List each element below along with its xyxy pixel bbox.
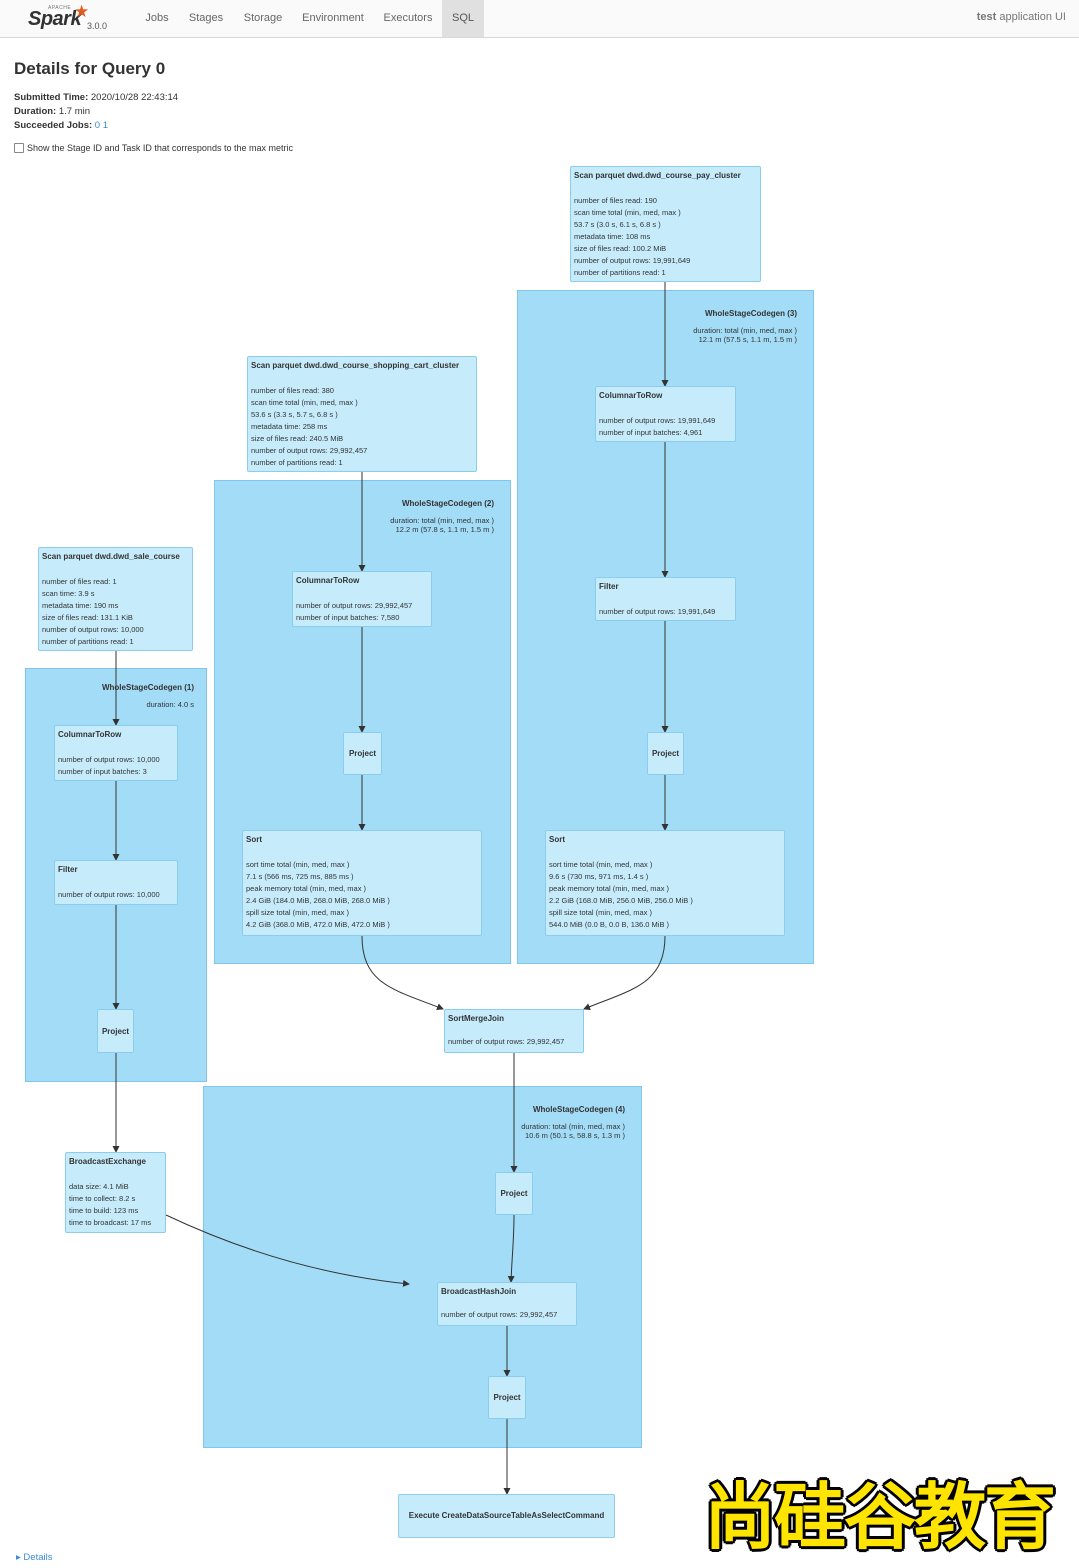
node-columnartorow-1[interactable]: ColumnarToRow number of output rows: 10,…	[54, 725, 178, 781]
app-name-rest: application UI	[996, 11, 1066, 23]
node-metrics: number of output rows: 29,992,457 number…	[296, 601, 413, 622]
node-metrics: number of output rows: 29,992,457	[448, 1037, 565, 1046]
node-title: Project	[348, 749, 377, 758]
cluster-metric: duration: 4.0 s	[146, 700, 194, 709]
node-metrics: number of output rows: 10,000 number of …	[58, 755, 160, 776]
jobs-label: Succeeded Jobs:	[14, 120, 93, 131]
node-title: ColumnarToRow	[599, 391, 663, 400]
edge	[507, 1214, 515, 1283]
node-title: Filter	[599, 582, 619, 591]
app-name-bold: test	[976, 11, 997, 23]
node-title: Project	[651, 749, 680, 758]
job-link-0[interactable]: 0	[94, 120, 101, 131]
submitted-time: Submitted Time: 2020/10/28 22:43:14	[14, 92, 178, 103]
node-project-4b[interactable]: Project	[488, 1376, 526, 1419]
node-filter-3[interactable]: Filter number of output rows: 19,991,649	[595, 577, 736, 621]
spark-star-icon: ★	[74, 2, 90, 21]
node-metrics: sort time total (min, med, max ) 7.1 s (…	[246, 860, 390, 929]
node-metrics: number of files read: 1 scan time: 3.9 s…	[42, 577, 144, 646]
node-scan-parquet-shopping-cart[interactable]: Scan parquet dwd.dwd_course_shopping_car…	[247, 356, 477, 472]
edge	[361, 935, 444, 1011]
tab-sql[interactable]: SQL	[442, 0, 484, 37]
node-project-2[interactable]: Project	[343, 732, 382, 775]
cluster-title: WholeStageCodegen (4)	[532, 1105, 625, 1114]
node-metrics: data size: 4.1 MiB time to collect: 8.2 …	[69, 1182, 152, 1227]
cluster-metric: duration: total (min, med, max ) 10.6 m …	[521, 1122, 625, 1140]
tab-jobs[interactable]: Jobs	[145, 12, 169, 24]
node-title: Project	[493, 1393, 521, 1402]
node-title: Project	[101, 1027, 130, 1036]
node-title: Execute CreateDataSourceTableAsSelectCom…	[408, 1511, 605, 1520]
node-metrics: number of output rows: 19,991,649	[599, 607, 716, 616]
node-scan-parquet-course-pay[interactable]: Scan parquet dwd.dwd_course_pay_cluster …	[570, 166, 761, 282]
node-metrics: number of files read: 380 scan time tota…	[251, 386, 368, 467]
logo-apache-text: APACHE	[48, 5, 72, 11]
node-scan-parquet-sale-course[interactable]: Scan parquet dwd.dwd_sale_course number …	[38, 547, 193, 651]
submitted-value: 2020/10/28 22:43:14	[90, 92, 179, 103]
details-toggle[interactable]: ▸ Details	[16, 1552, 52, 1563]
spark-version: 3.0.0	[87, 21, 108, 31]
node-title: Scan parquet dwd.dwd_sale_course	[42, 552, 180, 561]
node-sort-3[interactable]: Sort sort time total (min, med, max ) 9.…	[545, 830, 785, 936]
node-title: ColumnarToRow	[58, 730, 122, 739]
node-title: Scan parquet dwd.dwd_course_pay_cluster	[574, 171, 741, 180]
node-project-1[interactable]: Project	[97, 1009, 134, 1053]
tab-executors[interactable]: Executors	[383, 12, 433, 24]
node-title: BroadcastExchange	[69, 1157, 146, 1166]
node-title: Sort	[246, 835, 262, 844]
node-title: SortMergeJoin	[448, 1014, 505, 1023]
submitted-label: Submitted Time:	[14, 92, 89, 103]
max-metric-label: Show the Stage ID and Task ID that corre…	[27, 143, 293, 153]
details-label: Details	[23, 1552, 53, 1563]
node-columnartorow-2[interactable]: ColumnarToRow number of output rows: 29,…	[292, 571, 432, 627]
node-project-4a[interactable]: Project	[495, 1172, 533, 1215]
page-title: Details for Query 0	[14, 59, 166, 78]
cluster-metric: duration: total (min, med, max ) 12.2 m …	[390, 516, 494, 534]
node-metrics: number of output rows: 29,992,457	[441, 1310, 558, 1319]
node-metrics: number of output rows: 19,991,649 number…	[599, 416, 716, 437]
cluster-title: WholeStageCodegen (3)	[704, 309, 797, 318]
node-metrics: number of files read: 190 scan time tota…	[574, 196, 691, 277]
cluster-metric: duration: total (min, med, max ) 12.1 m …	[693, 326, 797, 344]
tab-storage[interactable]: Storage	[243, 12, 283, 24]
node-title: ColumnarToRow	[296, 576, 360, 585]
max-metric-checkbox[interactable]	[14, 143, 24, 153]
duration-value: 1.7 min	[58, 106, 91, 117]
tab-stages[interactable]: Stages	[188, 12, 224, 24]
succeeded-jobs: Succeeded Jobs: 0 1	[14, 120, 108, 131]
tab-environment[interactable]: Environment	[302, 12, 364, 24]
node-sort-2[interactable]: Sort sort time total (min, med, max ) 7.…	[242, 830, 482, 936]
node-broadcastexchange[interactable]: BroadcastExchange data size: 4.1 MiB tim…	[65, 1152, 166, 1233]
caret-right-icon: ▸	[16, 1552, 21, 1563]
duration-label: Duration:	[14, 106, 57, 117]
node-title: Scan parquet dwd.dwd_course_shopping_car…	[251, 361, 460, 370]
node-broadcasthashjoin[interactable]: BroadcastHashJoin number of output rows:…	[437, 1282, 577, 1326]
node-title: Filter	[58, 865, 78, 874]
job-link-1[interactable]: 1	[102, 120, 109, 131]
edge	[165, 1214, 410, 1287]
node-title: Sort	[549, 835, 565, 844]
node-execute-create-table[interactable]: Execute CreateDataSourceTableAsSelectCom…	[398, 1494, 615, 1538]
node-metrics: sort time total (min, med, max ) 9.6 s (…	[549, 860, 693, 929]
navbar: APACHE Spark ★ 3.0.0 Jobs Stages Storage…	[0, 0, 1079, 38]
watermark-text: 尚硅谷教育	[704, 1475, 1056, 1559]
node-filter-1[interactable]: Filter number of output rows: 10,000	[54, 860, 178, 905]
cluster-title: WholeStageCodegen (1)	[101, 683, 194, 692]
node-title: Project	[500, 1189, 528, 1198]
node-project-3[interactable]: Project	[647, 732, 684, 775]
node-sortmergejoin[interactable]: SortMergeJoin number of output rows: 29,…	[444, 1009, 584, 1053]
node-title: BroadcastHashJoin	[441, 1287, 517, 1296]
spark-logo[interactable]: APACHE Spark ★ 3.0.0	[28, 2, 118, 34]
node-columnartorow-3[interactable]: ColumnarToRow number of output rows: 19,…	[595, 386, 736, 442]
duration: Duration: 1.7 min	[14, 106, 90, 117]
edge	[583, 935, 666, 1010]
cluster-wholestagecodegen-4: WholeStageCodegen (4) duration: total (m…	[203, 1086, 642, 1448]
logo-word: Spark	[28, 8, 82, 30]
cluster-title: WholeStageCodegen (2)	[401, 499, 494, 508]
app-name: test application UI	[977, 11, 1066, 23]
node-metrics: number of output rows: 10,000	[58, 890, 160, 899]
max-metric-option[interactable]: Show the Stage ID and Task ID that corre…	[14, 143, 293, 153]
